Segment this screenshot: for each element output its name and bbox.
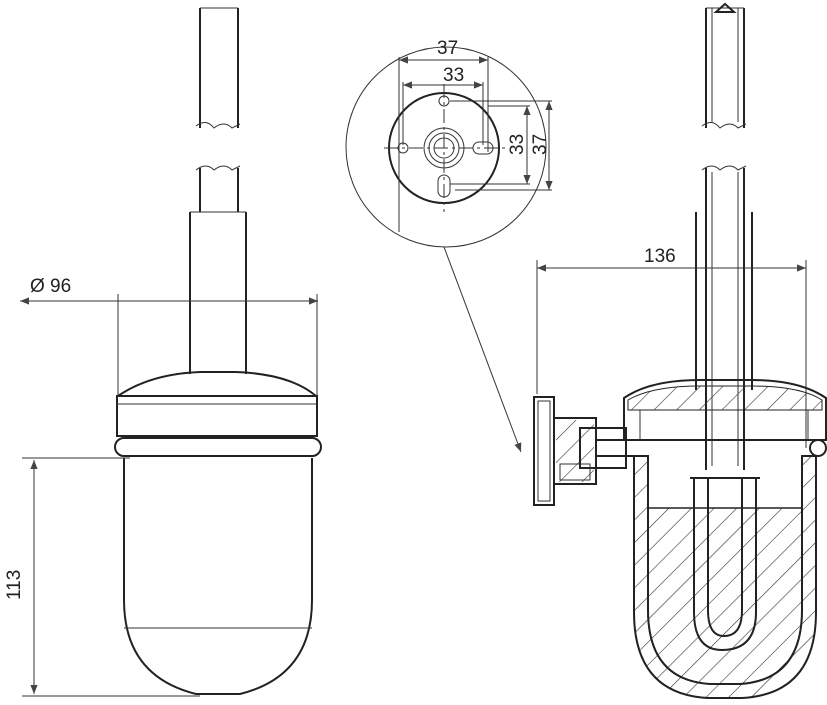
height-label: 113 (4, 570, 25, 600)
detail-height-inner-label: 33 (507, 134, 528, 155)
width-label: 136 (644, 246, 676, 267)
detail-height-outer-label: 37 (530, 134, 551, 155)
section-view: 136 (533, 2, 827, 699)
mounting-detail: 37 33 33 37 (345, 38, 553, 453)
diameter-label: Ø 96 (30, 276, 71, 297)
detail-width-outer-label: 37 (437, 38, 458, 59)
detail-width-inner-label: 33 (443, 65, 464, 86)
front-view: Ø 96 113 (4, 7, 322, 697)
